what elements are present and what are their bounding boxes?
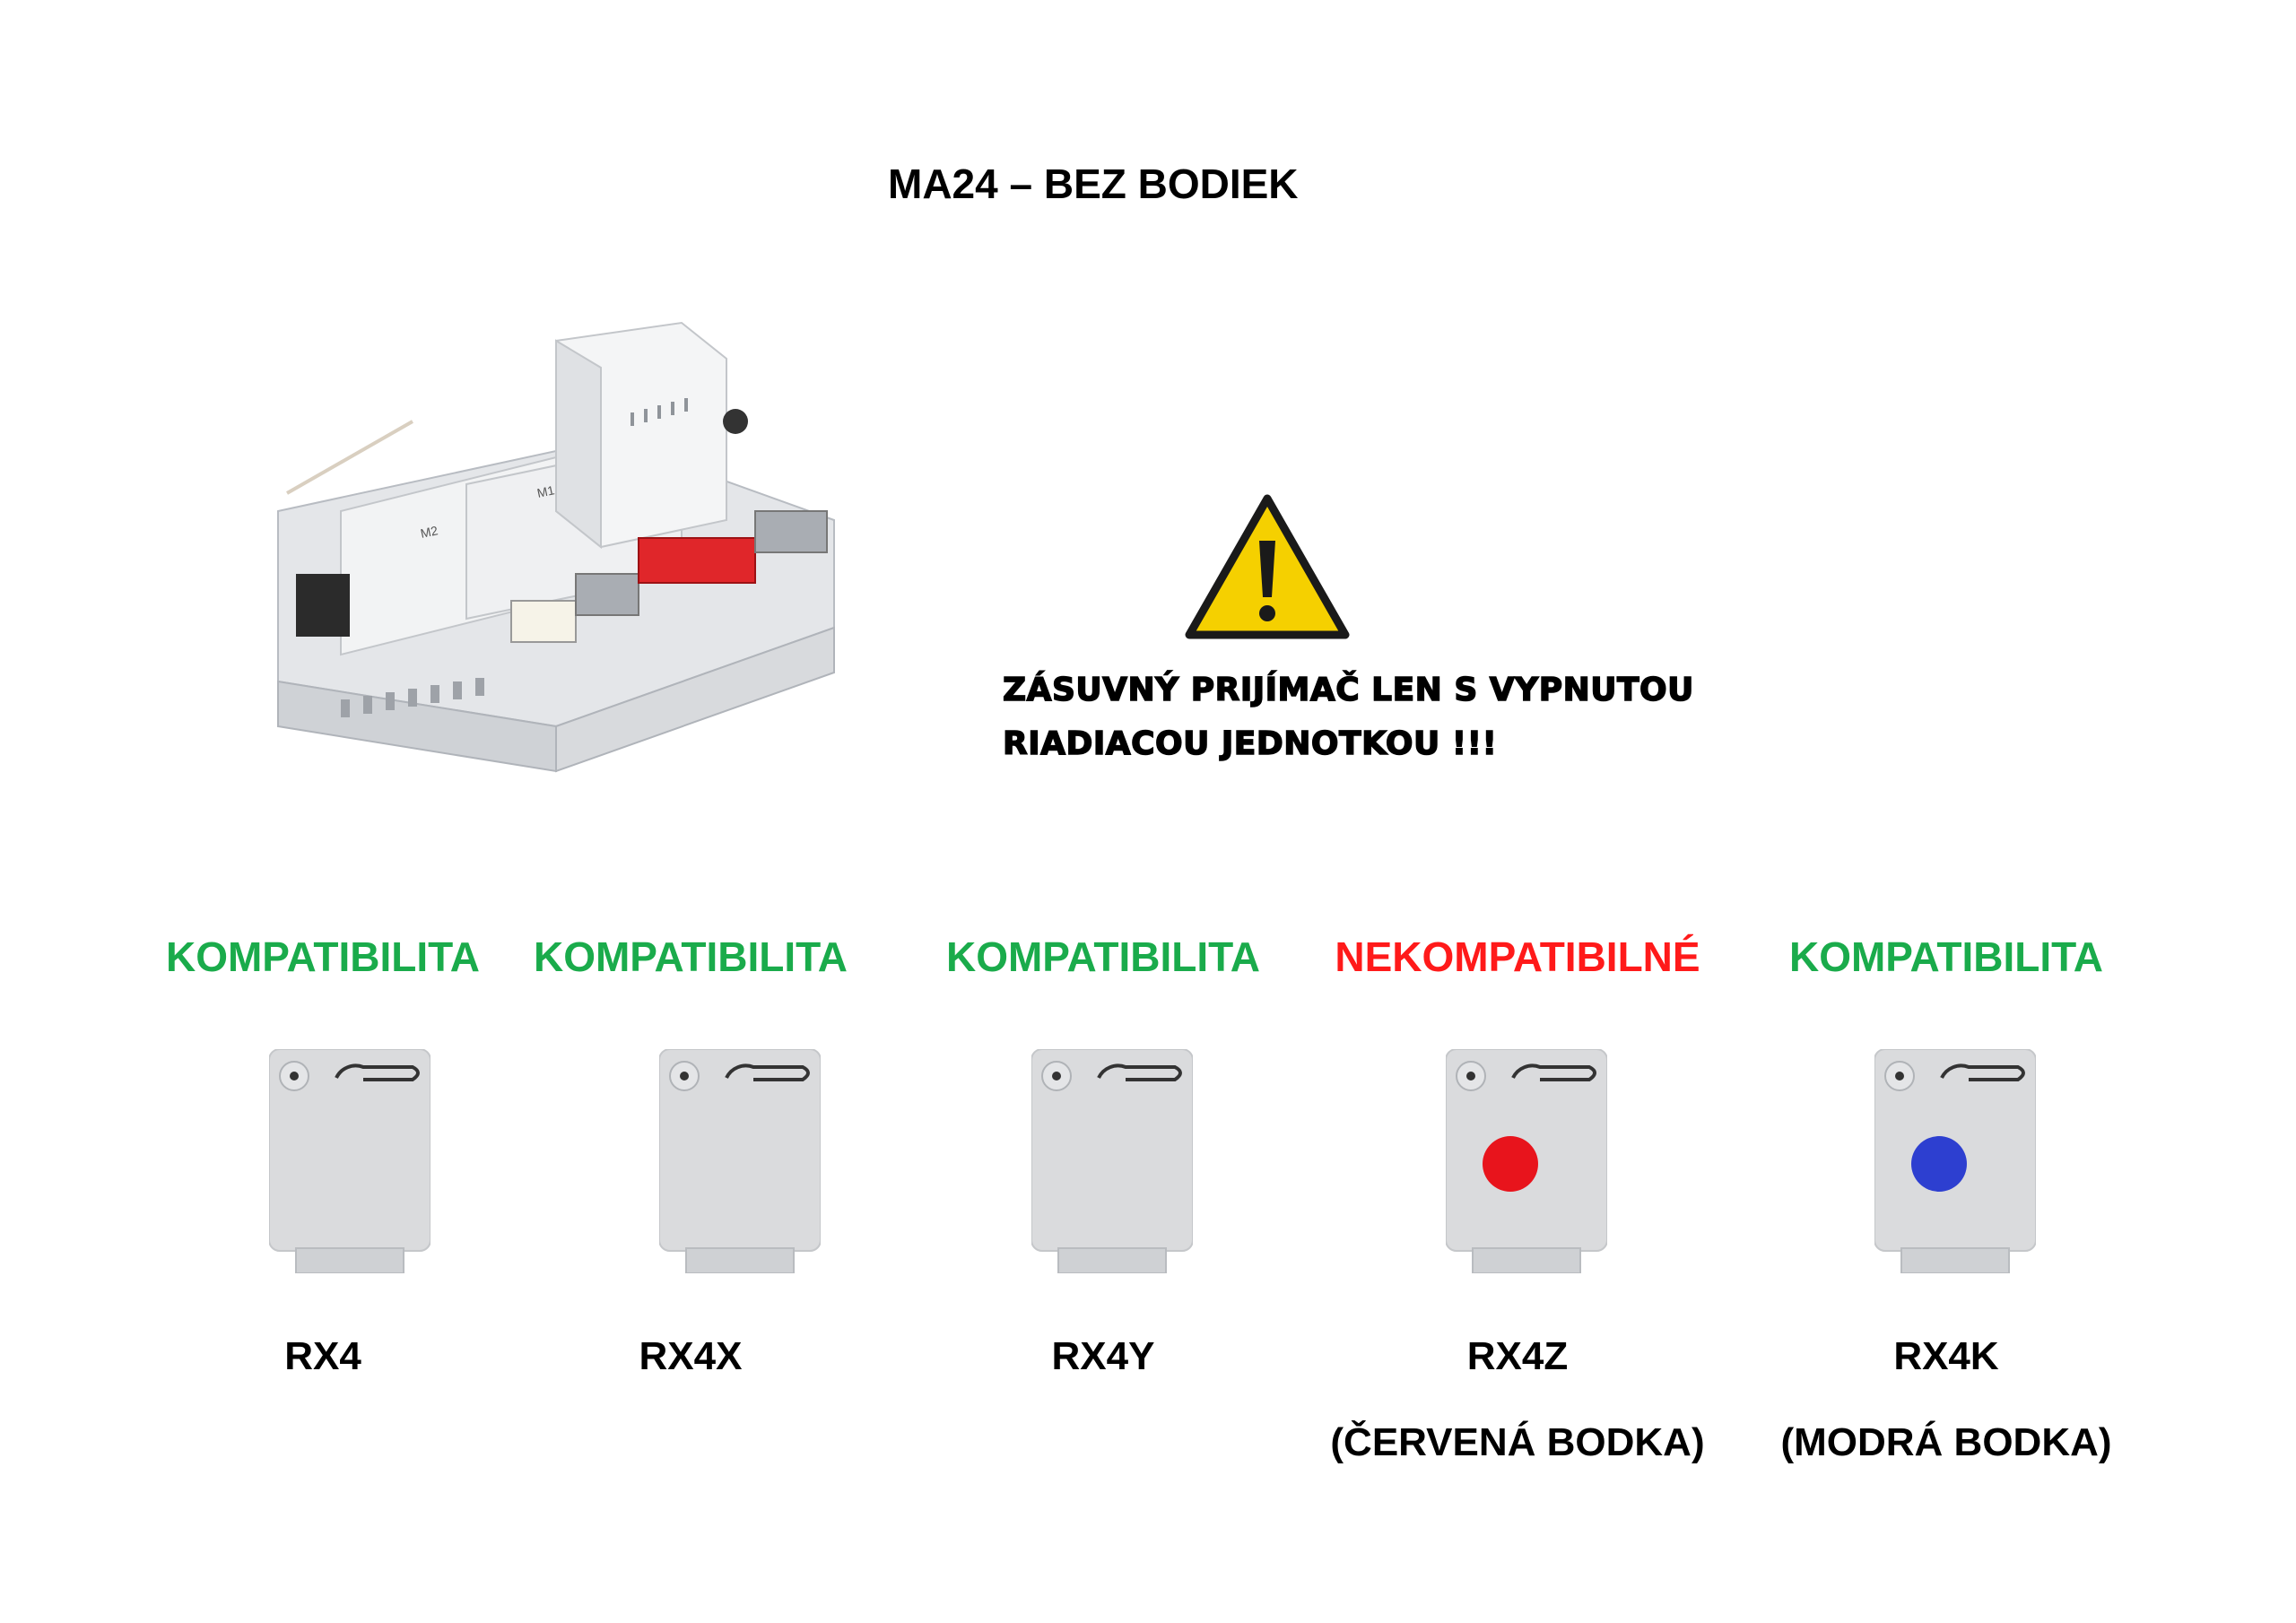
receiver-rx4: KOMPATIBILITA RX4 (135, 933, 511, 1378)
label-m2: M2 (419, 523, 439, 541)
blue-dot-icon (1911, 1136, 1967, 1192)
status-label: KOMPATIBILITA (165, 933, 481, 980)
model-note: (ČERVENÁ BODKA) (1330, 1420, 1705, 1464)
warning-message: ZÁSUVNÝ PRIJÍMAČ LEN S VYPNUTOU RIADIACO… (1002, 664, 1900, 771)
model-name: RX4X (639, 1334, 743, 1378)
model-name: RX4K (1893, 1334, 1999, 1378)
receiver-module-icon (1031, 1049, 1193, 1273)
label-m1: M1 (535, 482, 556, 500)
control-unit-image: M2 M1 (277, 321, 835, 773)
warning-line-1: ZÁSUVNÝ PRIJÍMAČ LEN S VYPNUTOU (1002, 671, 1694, 709)
model-name: RX4Y (1051, 1334, 1155, 1378)
receiver-rx4z: NEKOMPATIBILNÉ RX4Z (ČERVENÁ BODKA) (1329, 933, 1706, 1464)
receiver-module-icon (659, 1049, 821, 1273)
receiver-module-icon (269, 1049, 430, 1273)
receiver-rx4k: KOMPATIBILITA RX4K (MODRÁ BODKA) (1758, 933, 2135, 1464)
page-title: MA24 – BEZ BODIEK (888, 161, 1299, 207)
status-label: KOMPATIBILITA (1788, 933, 2104, 980)
receiver-rx4y: KOMPATIBILITA RX4Y (915, 933, 1292, 1378)
receiver-module-icon (1874, 1049, 2036, 1273)
status-label: KOMPATIBILITA (533, 933, 848, 980)
model-name: RX4Z (1466, 1334, 1569, 1378)
model-note: (MODRÁ BODKA) (1780, 1420, 2112, 1464)
receiver-module-icon (1446, 1049, 1607, 1273)
model-name: RX4 (284, 1334, 361, 1378)
receiver-rx4x: KOMPATIBILITA RX4X (502, 933, 879, 1378)
warning-line-2: RIADIACOU JEDNOTKOU !!! (1002, 725, 1498, 763)
red-dot-icon (1483, 1136, 1538, 1192)
status-label: NEKOMPATIBILNÉ (1335, 933, 1700, 980)
warning-triangle-icon (1185, 494, 1350, 639)
status-label: KOMPATIBILITA (945, 933, 1261, 980)
